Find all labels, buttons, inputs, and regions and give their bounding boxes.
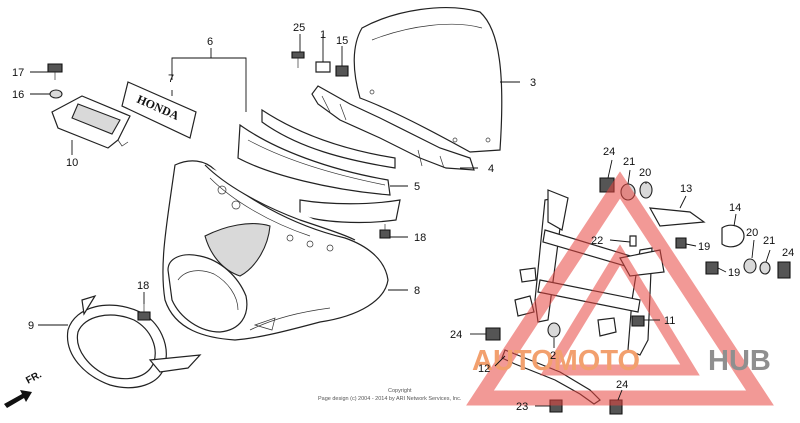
- callout-9: 9: [28, 320, 34, 332]
- callout-24-right: 24: [782, 247, 794, 259]
- watermark-text-hub: HUB: [708, 345, 771, 377]
- front-direction-arrow: FR.: [4, 369, 44, 408]
- callout-5: 5: [414, 181, 420, 193]
- callout-numbers: 25 1 15 3 4 5 6 7 8 9 10 17 16 18 18 24 …: [12, 22, 794, 413]
- windscreen: [353, 7, 503, 153]
- callout-14: 14: [729, 202, 741, 214]
- callout-23: 23: [516, 401, 528, 413]
- callout-15: 15: [336, 35, 348, 47]
- copyright-line-1: Copyright: [388, 388, 412, 394]
- clamp-14: [721, 224, 745, 248]
- headlight-rim: [66, 294, 202, 389]
- callout-20-right: 20: [746, 227, 758, 239]
- callout-17: 17: [12, 67, 24, 79]
- callout-10: 10: [66, 157, 78, 169]
- callout-19-upper: 19: [698, 241, 710, 253]
- callout-24-top: 24: [603, 146, 615, 158]
- direction-label: FR.: [24, 369, 44, 386]
- callout-4: 4: [488, 163, 494, 175]
- bracket-13: [648, 207, 706, 227]
- callout-24-left: 24: [450, 329, 462, 341]
- callout-7: 7: [168, 73, 174, 85]
- copyright-line-2: Page design (c) 2004 - 2014 by ARI Netwo…: [318, 396, 462, 402]
- fasteners: [47, 51, 391, 321]
- callout-22: 22: [591, 235, 603, 247]
- screen-stay-bracket: [311, 85, 475, 171]
- callout-24-bottom: 24: [616, 379, 628, 391]
- inner-cover: [237, 108, 401, 224]
- callout-12: 12: [478, 363, 490, 375]
- leader-lines: [30, 34, 788, 407]
- callout-13: 13: [680, 183, 692, 195]
- callout-11: 11: [664, 315, 675, 327]
- callout-25: 25: [293, 22, 305, 34]
- callout-6: 6: [207, 36, 213, 48]
- callout-3: 3: [530, 77, 536, 89]
- callout-1: 1: [320, 29, 326, 41]
- callout-18-lower: 18: [137, 280, 149, 292]
- honda-emblem: HONDA: [121, 81, 197, 139]
- callout-18-upper: 18: [414, 232, 426, 244]
- callout-19-lower: 19: [728, 267, 740, 279]
- watermark-logo: [466, 171, 774, 406]
- callout-2: 2: [550, 350, 556, 362]
- meter-visor: [51, 95, 131, 149]
- front-fairing: [162, 160, 389, 341]
- callout-8: 8: [414, 285, 420, 297]
- callout-21-right: 21: [763, 235, 775, 247]
- callout-21-left: 21: [623, 156, 635, 168]
- callout-20-left: 20: [639, 167, 651, 179]
- callout-16: 16: [12, 89, 24, 101]
